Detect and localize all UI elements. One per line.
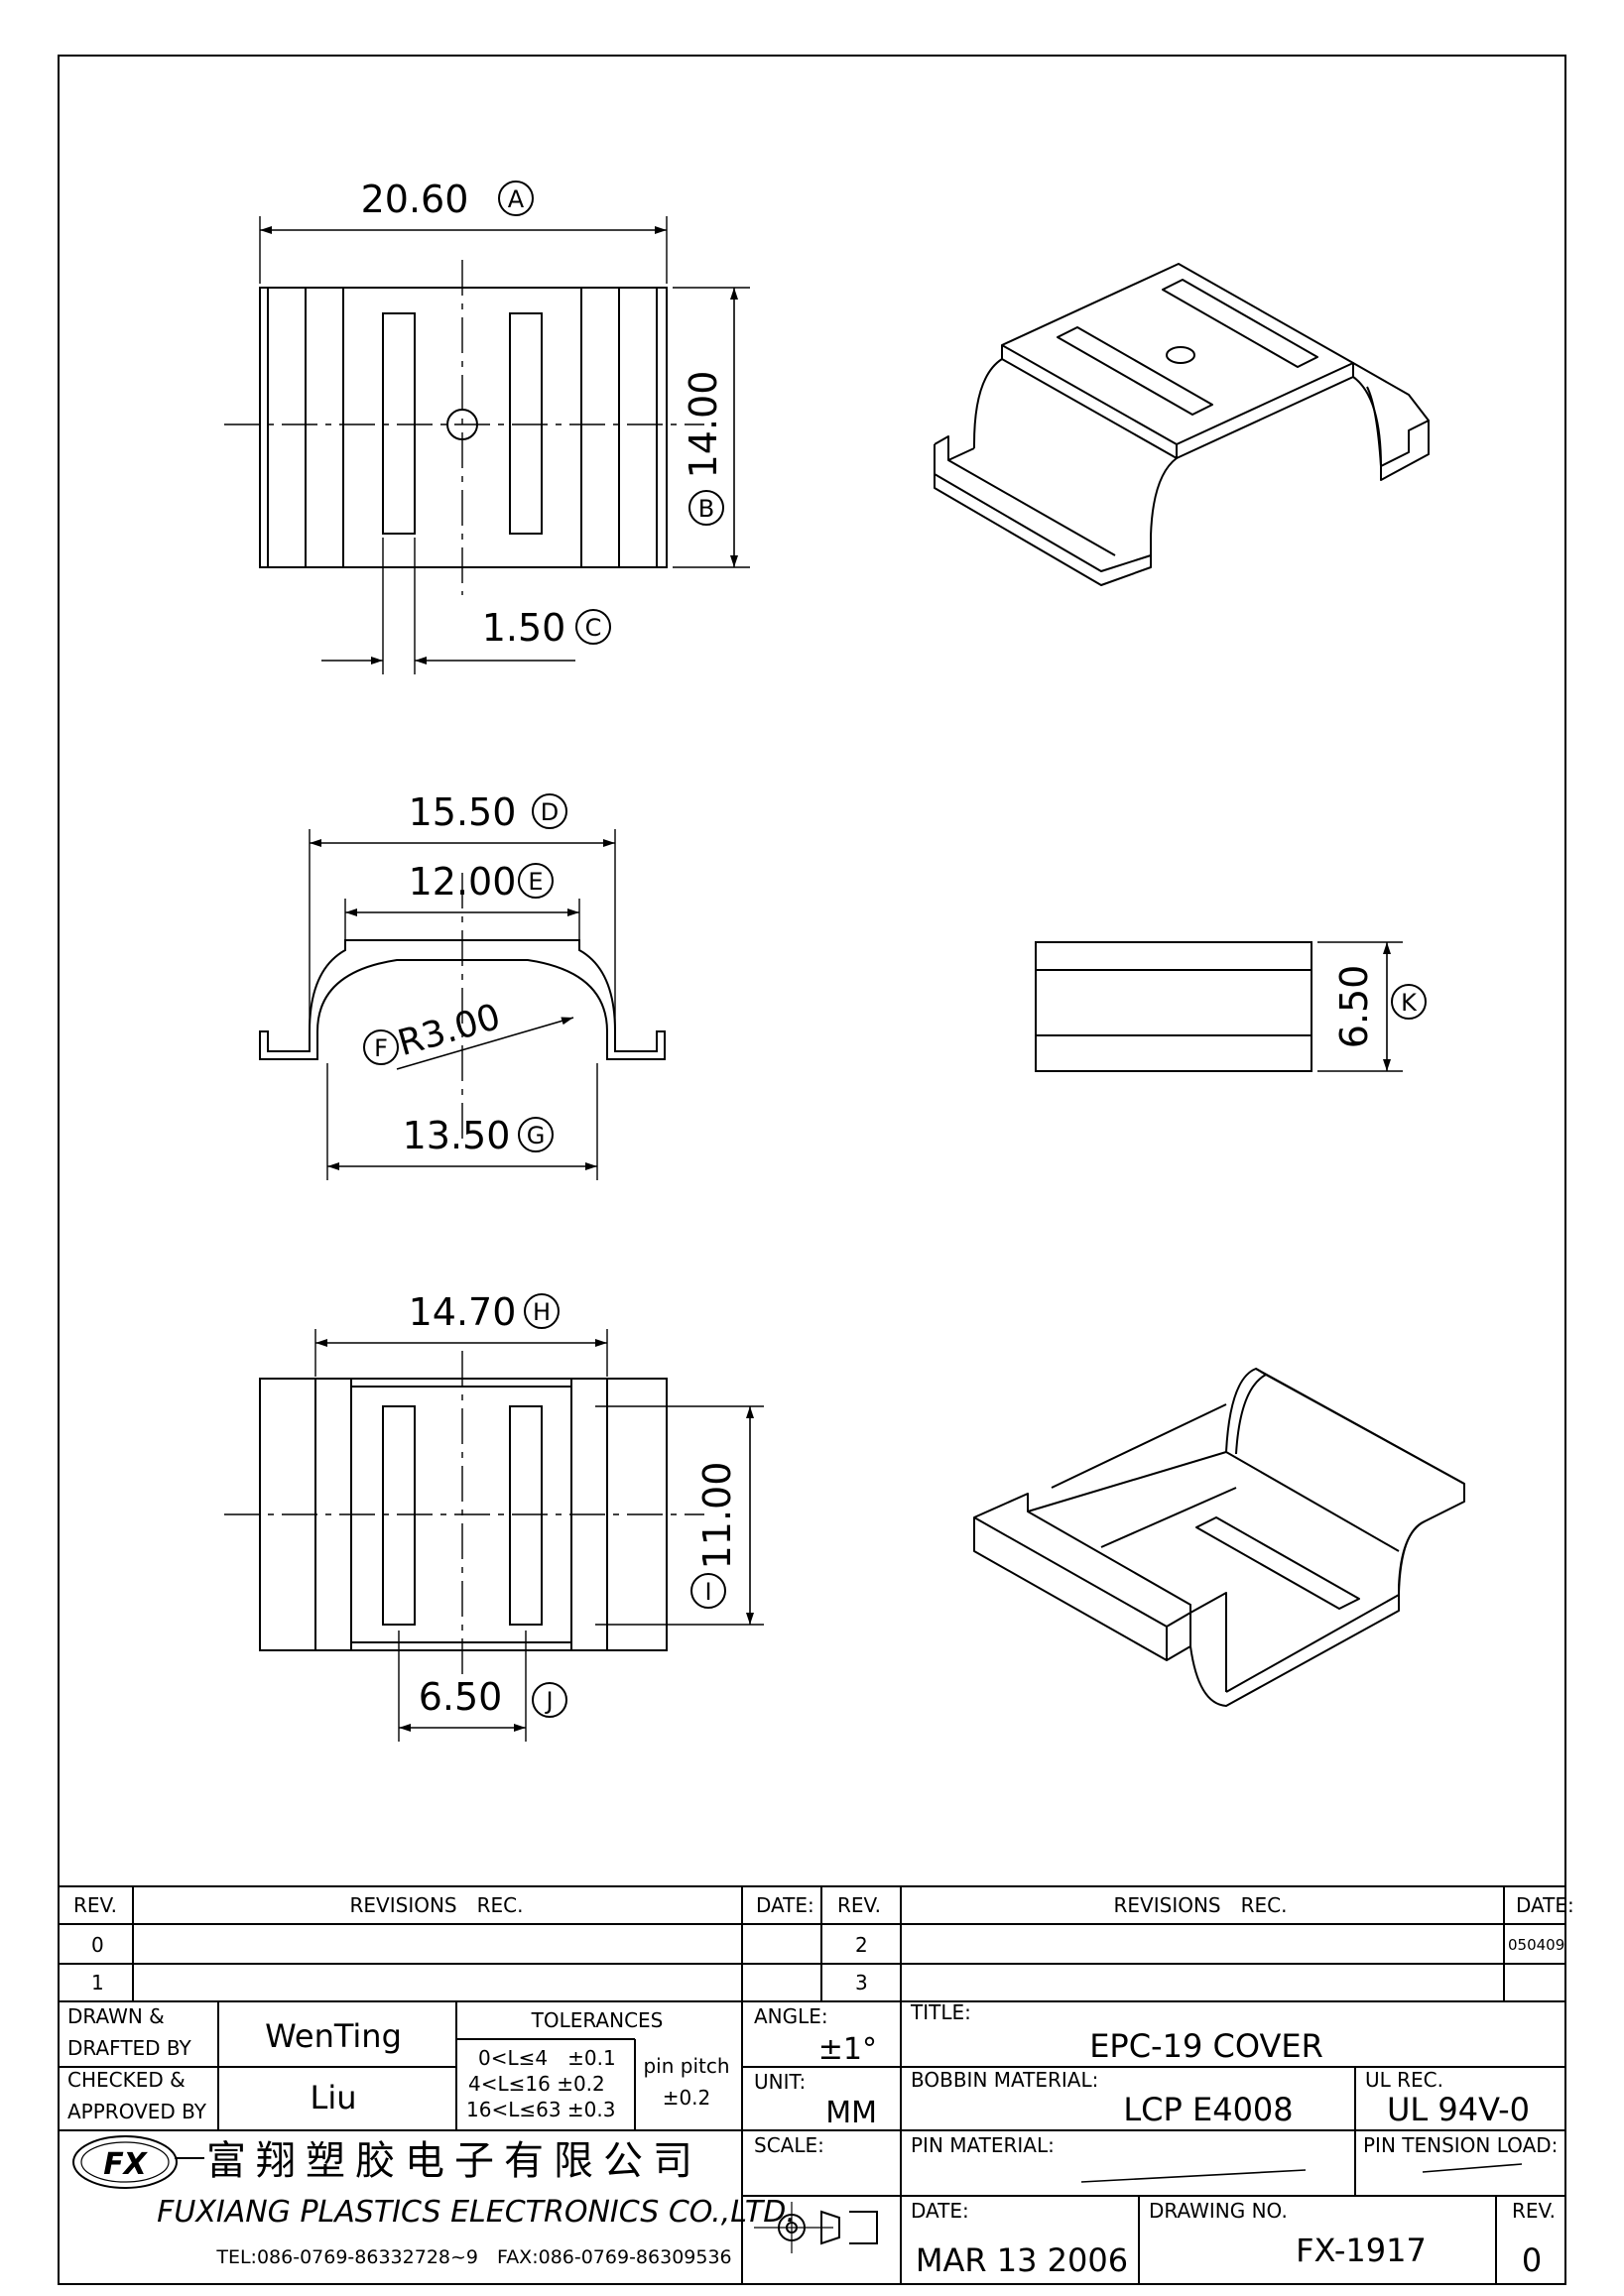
svg-text:C: C [585, 614, 602, 642]
projection-symbol [754, 2202, 878, 2253]
svg-text:3: 3 [855, 1971, 868, 1994]
company-name-en: FUXIANG PLASTICS ELECTRONICS CO.,LTD. [157, 2195, 796, 2230]
svg-text:E: E [528, 868, 543, 896]
dimension-c: 1.50 C [482, 606, 611, 650]
svg-text:UL 94V-0: UL 94V-0 [1387, 2091, 1530, 2128]
svg-text:LCP E4008: LCP E4008 [1123, 2091, 1293, 2128]
top-view [224, 216, 750, 674]
svg-text:1: 1 [91, 1971, 104, 1994]
svg-text:pin pitch: pin pitch [643, 2054, 729, 2078]
svg-text:REVISIONS REC.: REVISIONS REC. [1114, 1893, 1288, 1917]
svg-text:11.00: 11.00 [695, 1462, 739, 1570]
svg-text:REVISIONS REC.: REVISIONS REC. [350, 1893, 524, 1917]
svg-text:14.00: 14.00 [682, 371, 725, 479]
company-contact: TEL:086-0769-86332728~9 FAX:086-0769-863… [215, 2246, 731, 2268]
svg-text:±1°: ±1° [818, 2032, 877, 2067]
svg-text:DATE:: DATE: [911, 2199, 969, 2223]
svg-text:REV.: REV. [837, 1893, 881, 1917]
dimension-a: 20.60 A [361, 178, 534, 221]
svg-text:DRAFTED BY: DRAFTED BY [67, 2036, 192, 2060]
bottom-view [224, 1329, 764, 1742]
dimension-k: 6.50 K [1332, 965, 1427, 1049]
side-view [1035, 941, 1403, 1072]
svg-text:K: K [1401, 989, 1418, 1017]
svg-text:D: D [541, 798, 559, 826]
svg-text:6.50: 6.50 [1332, 965, 1376, 1049]
svg-text:APPROVED BY: APPROVED BY [67, 2100, 207, 2123]
svg-text:SCALE:: SCALE: [754, 2133, 824, 2157]
svg-text:UL REC.: UL REC. [1365, 2068, 1443, 2092]
svg-text:F: F [374, 1034, 388, 1062]
svg-text:12.00: 12.00 [409, 860, 517, 904]
dimension-e: 12.00 E [409, 860, 554, 904]
svg-text:0: 0 [91, 1933, 104, 1957]
svg-text:REV.: REV. [1512, 2199, 1556, 2223]
svg-text:PIN MATERIAL:: PIN MATERIAL: [911, 2133, 1055, 2157]
svg-text:I: I [704, 1578, 711, 1606]
svg-text:MAR 13 2006: MAR 13 2006 [916, 2241, 1128, 2279]
svg-text:A: A [508, 185, 525, 213]
svg-text:20.60: 20.60 [361, 178, 469, 221]
svg-text:0<L≤4 ±0.1: 0<L≤4 ±0.1 [478, 2046, 616, 2070]
svg-text:REV.: REV. [73, 1893, 117, 1917]
svg-text:DATE:: DATE: [1516, 1893, 1574, 1917]
dimension-j: 6.50 J [419, 1675, 567, 1719]
svg-text:TITLE:: TITLE: [910, 2000, 971, 2024]
company-logo [72, 2135, 178, 2189]
isometric-view-bottom [973, 1368, 1465, 1707]
svg-text:050409: 050409 [1508, 1936, 1564, 1954]
isometric-view-top [934, 263, 1430, 586]
svg-text:4<L≤16 ±0.2: 4<L≤16 ±0.2 [468, 2072, 605, 2096]
company-name-cn: 富翔塑胶电子有限公司 [206, 2138, 702, 2184]
front-view [259, 829, 666, 1180]
svg-text:2: 2 [855, 1933, 868, 1957]
svg-text:CHECKED &: CHECKED & [67, 2068, 186, 2092]
svg-text:B: B [698, 495, 714, 523]
svg-text:13.50: 13.50 [403, 1114, 511, 1157]
svg-text:EPC-19 COVER: EPC-19 COVER [1089, 2027, 1323, 2065]
dimension-i: 11.00 I [690, 1462, 739, 1609]
title-block [58, 1885, 1566, 2285]
svg-text:BOBBIN MATERIAL:: BOBBIN MATERIAL: [911, 2068, 1098, 2092]
svg-text:MM: MM [825, 2096, 877, 2130]
dimension-g: 13.50 G [403, 1114, 554, 1157]
svg-text:Liu: Liu [311, 2079, 357, 2116]
svg-text:6.50: 6.50 [419, 1675, 503, 1719]
svg-text:FX-1917: FX-1917 [1296, 2232, 1427, 2269]
svg-text:DRAWING NO.: DRAWING NO. [1149, 2199, 1288, 2223]
svg-text:14.70: 14.70 [409, 1290, 517, 1334]
svg-text:ANGLE:: ANGLE: [754, 2004, 828, 2028]
dimension-f: F R3.00 [363, 997, 505, 1065]
svg-text:G: G [527, 1122, 546, 1149]
logo-text: FX [103, 2147, 148, 2182]
svg-text:J: J [544, 1687, 553, 1715]
svg-text:±0.2: ±0.2 [663, 2086, 711, 2110]
dimension-h: 14.70 H [409, 1290, 560, 1334]
title-block-text: REV. REVISIONS REC. DATE: REV. REVISIONS… [67, 1893, 1574, 2279]
svg-text:H: H [533, 1298, 551, 1326]
sheet-border [58, 55, 1566, 2285]
svg-text:1.50: 1.50 [482, 606, 566, 650]
svg-text:WenTing: WenTing [265, 2017, 402, 2055]
dimension-b: 14.00 B [682, 371, 725, 526]
dimension-d: 15.50 D [409, 790, 567, 834]
svg-text:15.50: 15.50 [409, 790, 517, 834]
company-block: FX 富翔塑胶电子有限公司 FUXIANG PLASTICS ELECTRONI… [72, 2135, 796, 2268]
svg-text:UNIT:: UNIT: [754, 2070, 806, 2094]
svg-text:0: 0 [1522, 2241, 1542, 2279]
svg-text:DATE:: DATE: [756, 1893, 814, 1917]
svg-text:16<L≤63 ±0.3: 16<L≤63 ±0.3 [466, 2098, 615, 2121]
svg-text:TOLERANCES: TOLERANCES [531, 2008, 664, 2032]
svg-text:PIN TENSION LOAD:: PIN TENSION LOAD: [1363, 2133, 1558, 2157]
svg-text:DRAWN &: DRAWN & [67, 2004, 165, 2028]
